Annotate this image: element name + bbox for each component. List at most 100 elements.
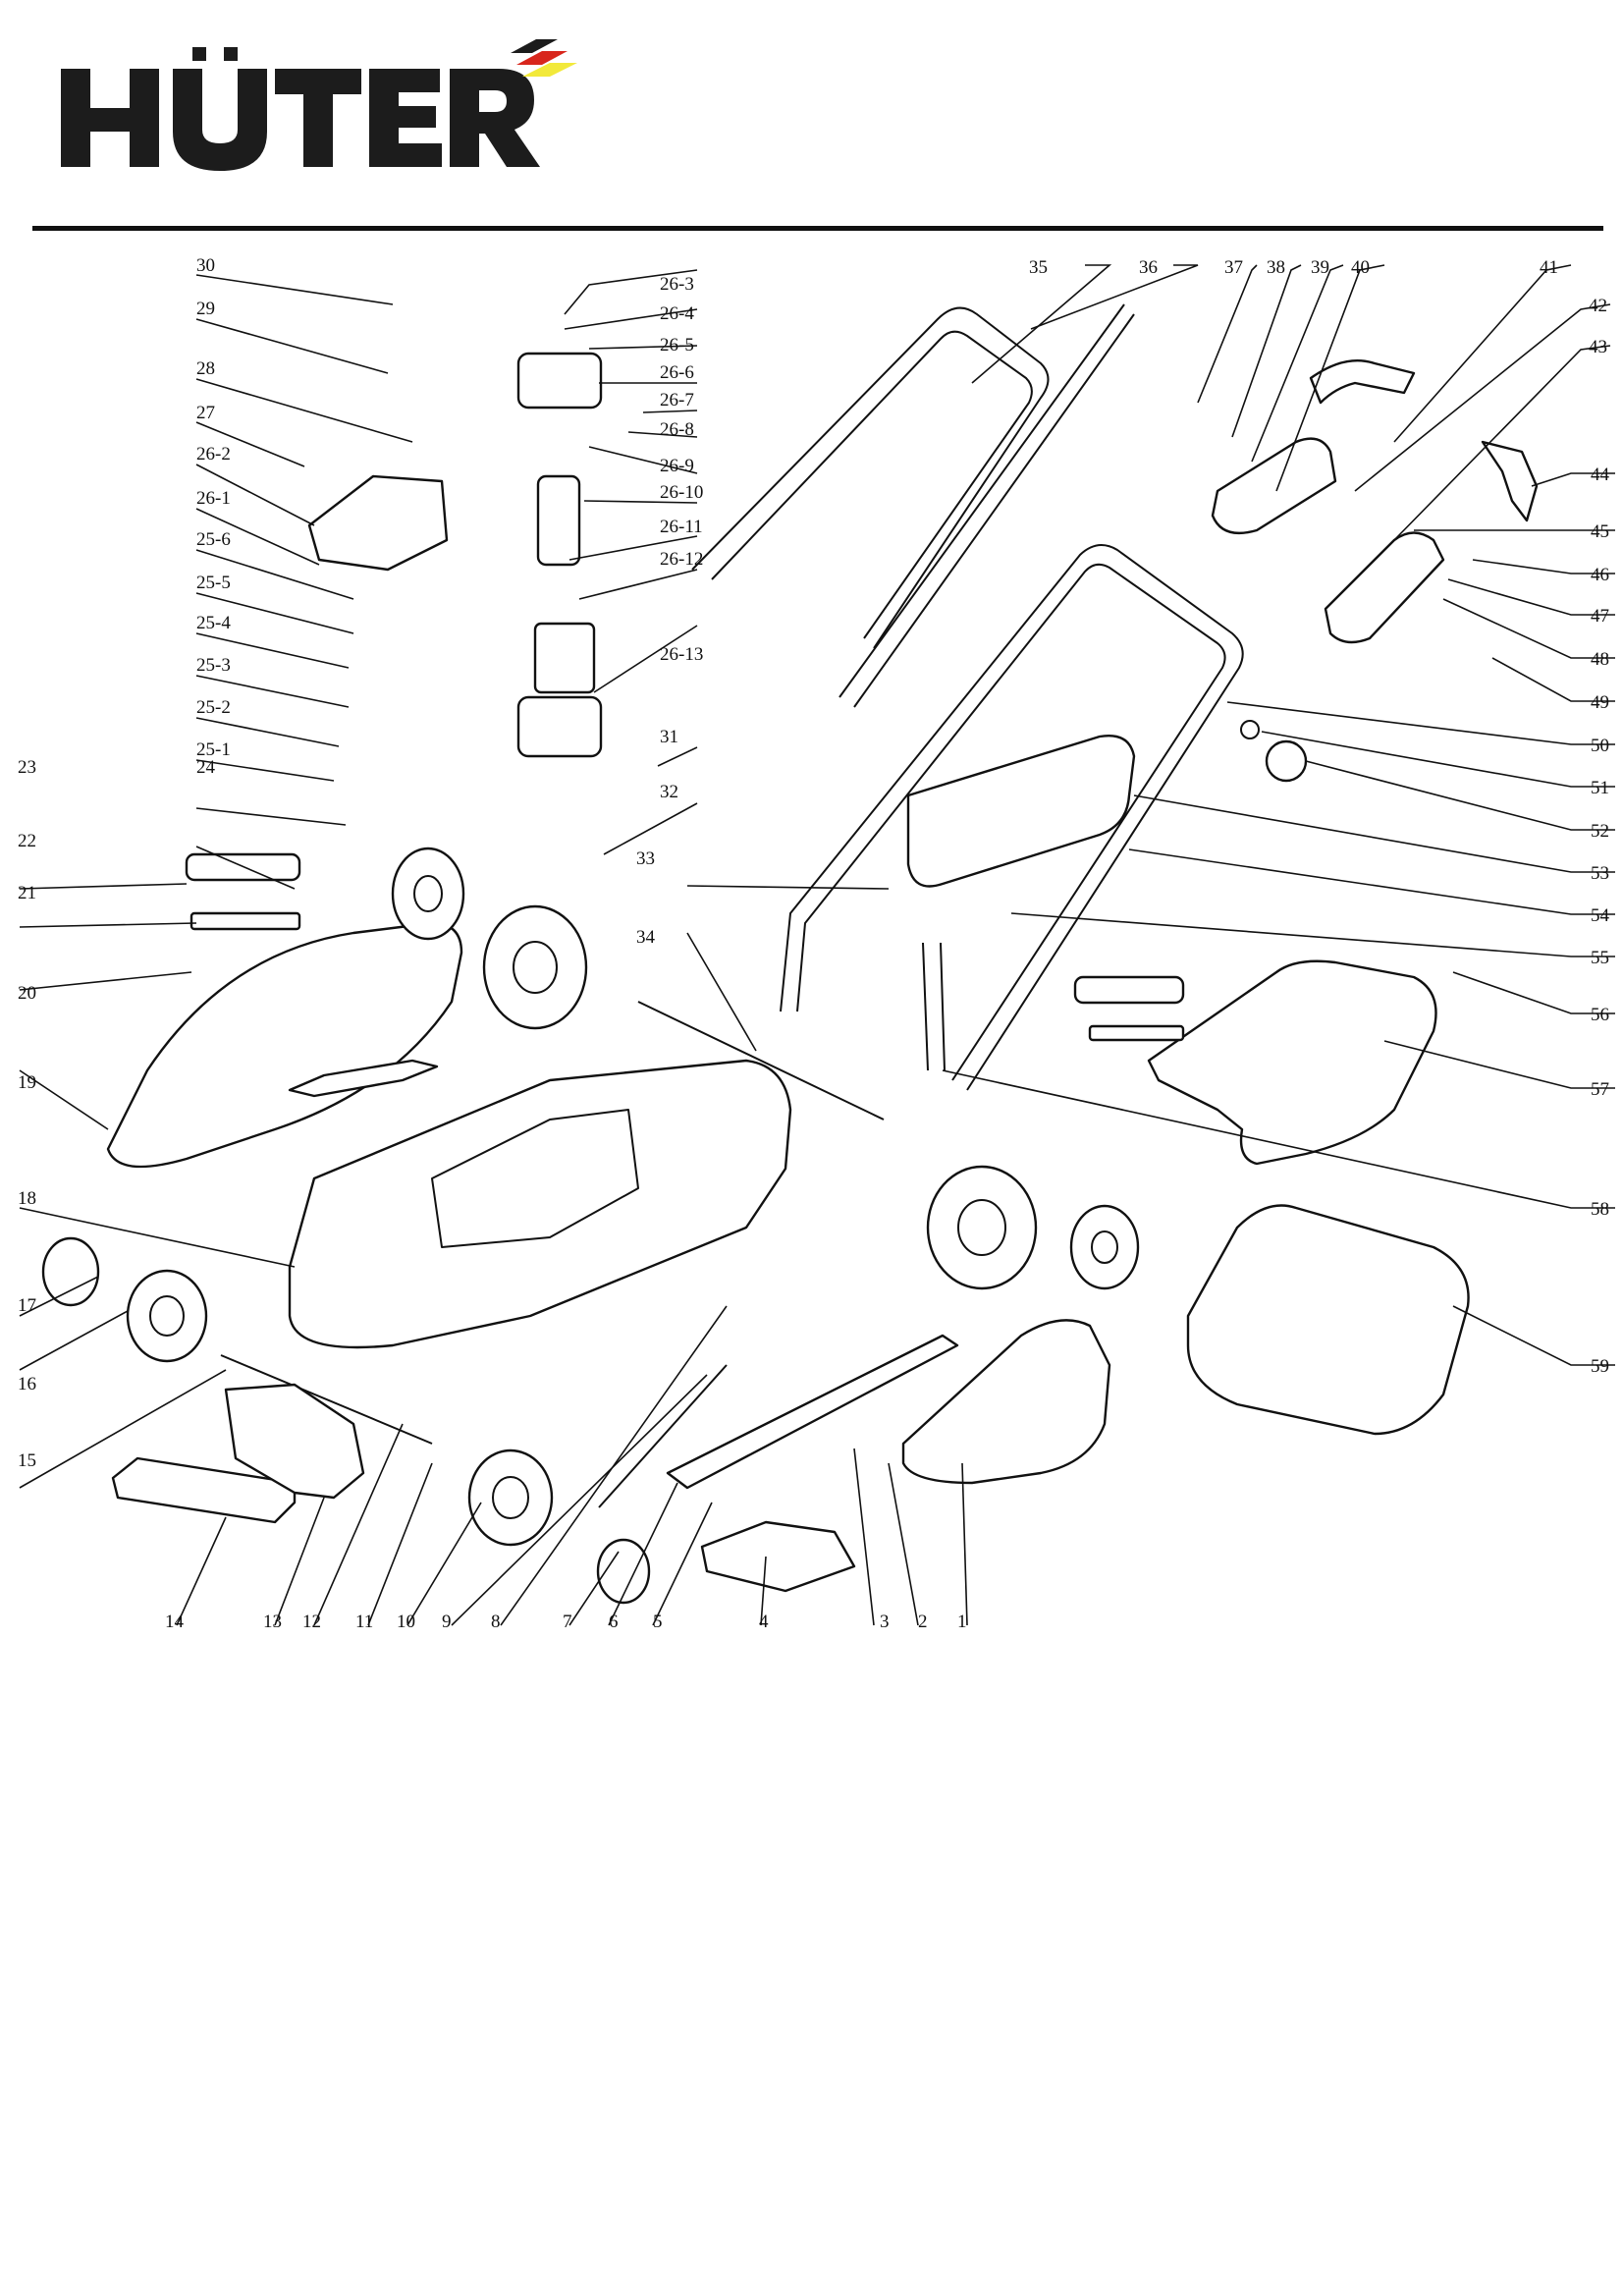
label-38: 38: [1267, 257, 1285, 278]
switch-housing: [1211, 437, 1337, 535]
grass-bag: [1186, 1204, 1470, 1436]
label-51: 51: [1591, 778, 1609, 798]
label-47: 47: [1591, 606, 1609, 627]
bracket-4: [700, 1520, 856, 1593]
label-45: 45: [1591, 521, 1609, 542]
motor-top-cap: [516, 352, 603, 410]
washer-51: [1240, 720, 1260, 739]
motor-cover: [106, 921, 463, 1169]
strip-57: [1088, 1024, 1185, 1042]
label-8: 8: [491, 1612, 501, 1632]
grass-box-lid: [1147, 959, 1437, 1166]
header-rule: [32, 226, 1603, 231]
blade: [288, 1059, 439, 1098]
label-5: 5: [653, 1612, 663, 1632]
strip-21: [189, 911, 301, 931]
label-26-13: 26-13: [660, 644, 703, 665]
label-25-3: 25-3: [196, 655, 231, 676]
label-32: 32: [660, 782, 678, 802]
rear-support-13: [224, 1383, 365, 1500]
armature: [536, 474, 581, 567]
label-52: 52: [1591, 821, 1609, 842]
label-34: 34: [636, 927, 656, 948]
label-26-10: 26-10: [660, 482, 703, 503]
label-37: 37: [1224, 257, 1243, 278]
label-6: 6: [609, 1612, 619, 1632]
label-25-2: 25-2: [196, 697, 231, 718]
grip-lever: [1481, 440, 1539, 522]
label-24: 24: [196, 757, 216, 778]
label-25-5: 25-5: [196, 573, 231, 593]
part-drawings: [41, 303, 1539, 1605]
label-31: 31: [660, 727, 678, 747]
label-25-6: 25-6: [196, 529, 231, 550]
label-21: 21: [18, 883, 36, 903]
label-35: 35: [1029, 257, 1048, 278]
label-28: 28: [196, 358, 215, 379]
label-41: 41: [1540, 257, 1558, 278]
label-29: 29: [196, 299, 215, 319]
label-59: 59: [1591, 1356, 1609, 1377]
hub-cap-front: [1069, 1204, 1140, 1290]
label-3: 3: [880, 1612, 890, 1632]
front-axle: [637, 1001, 885, 1121]
hub-cap-31: [391, 847, 465, 941]
switch-lever: [1309, 359, 1416, 405]
label-50: 50: [1591, 736, 1609, 756]
label-1: 1: [957, 1612, 967, 1632]
deck-base-plate-14: [111, 1456, 297, 1524]
label-20: 20: [18, 983, 36, 1004]
power-cable: [839, 303, 1135, 708]
label-12: 12: [302, 1612, 321, 1632]
label-26-11: 26-11: [660, 517, 703, 537]
motor-end-cap: [516, 695, 603, 758]
label-27: 27: [196, 403, 215, 423]
label-25-4: 25-4: [196, 613, 231, 633]
label-7: 7: [563, 1612, 572, 1632]
huter-logo: [61, 39, 577, 171]
grass-level-indicator: [906, 735, 1136, 888]
label-58: 58: [1591, 1199, 1609, 1220]
label-23: 23: [18, 757, 36, 778]
label-26-1: 26-1: [196, 488, 231, 509]
label-54: 54: [1591, 905, 1610, 926]
label-9: 9: [442, 1612, 452, 1632]
label-42: 42: [1589, 296, 1607, 316]
label-17: 17: [18, 1295, 36, 1316]
mower-deck: [288, 1059, 792, 1349]
deck-opening: [431, 1109, 639, 1248]
wheel-front-right: [926, 1165, 1038, 1290]
label-26-4: 26-4: [660, 303, 694, 324]
lower-handle: [780, 544, 1244, 1091]
label-10: 10: [397, 1612, 415, 1632]
switch-lower-cover: [1324, 531, 1445, 644]
leader-lines: [19, 264, 1615, 1626]
knob-52: [1265, 739, 1308, 783]
label-46: 46: [1591, 565, 1609, 585]
exploded-parts-diagram: 30 29 28 27 26-2 26-1 25-6 25-5 25-4 25-…: [18, 255, 1615, 1632]
label-4: 4: [759, 1612, 769, 1632]
wheel-front-left: [482, 904, 588, 1030]
label-44: 44: [1591, 465, 1610, 485]
label-15: 15: [18, 1450, 36, 1471]
label-13: 13: [263, 1612, 282, 1632]
label-26-9: 26-9: [660, 456, 694, 476]
label-57: 57: [1591, 1079, 1609, 1100]
logo-wordmark: [61, 47, 540, 171]
clip-rod-58: [922, 942, 946, 1071]
label-22: 22: [18, 831, 36, 851]
height-adjust-spring: [598, 1364, 728, 1508]
logo-flag-mark: [511, 39, 577, 77]
rear-flap: [901, 1319, 1111, 1485]
part-labels: 30 29 28 27 26-2 26-1 25-6 25-5 25-4 25-…: [18, 255, 1610, 1632]
label-26-5: 26-5: [660, 335, 694, 355]
wheel-rear-right: [467, 1449, 554, 1547]
label-33: 33: [636, 848, 655, 869]
rear-axle: [220, 1354, 433, 1445]
motor-bracket: [307, 474, 449, 572]
hub-cap-7: [596, 1538, 651, 1605]
label-43: 43: [1589, 337, 1607, 357]
label-11: 11: [355, 1612, 373, 1632]
label-39: 39: [1311, 257, 1329, 278]
label-55: 55: [1591, 948, 1609, 968]
